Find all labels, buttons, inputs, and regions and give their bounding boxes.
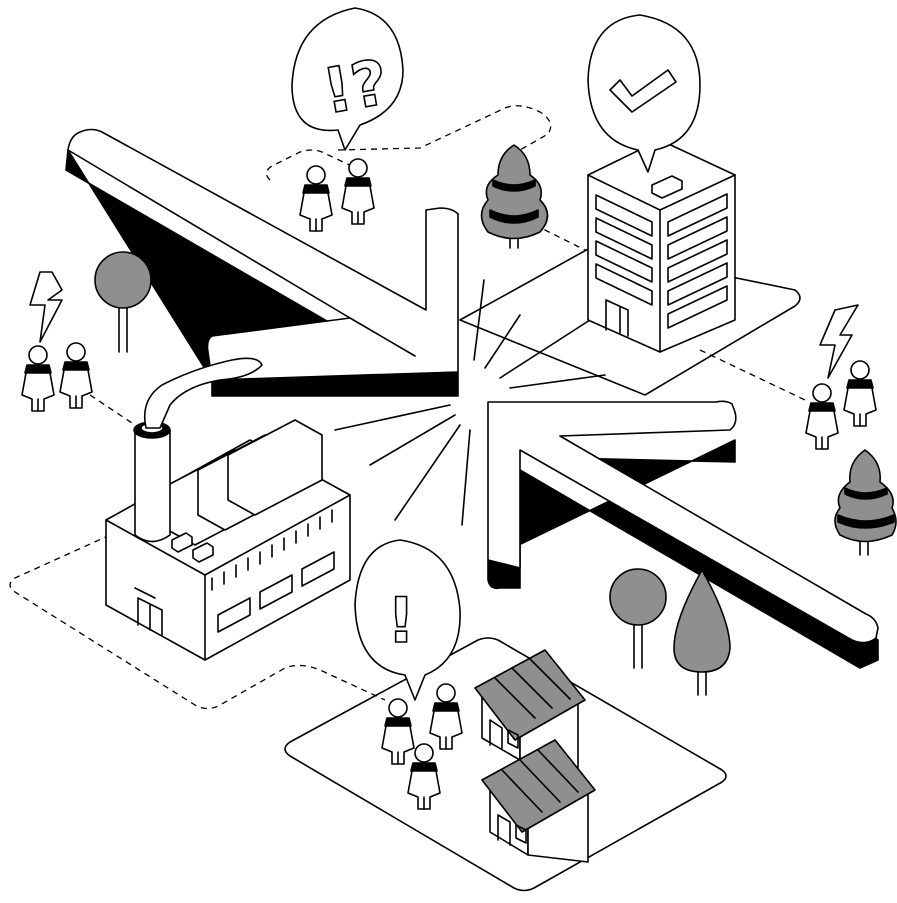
tree-round-left (95, 252, 151, 352)
person-icon (844, 361, 876, 426)
person-icon (342, 159, 374, 224)
speech-bubble-question-icon: !? (292, 8, 403, 150)
office-building-icon (588, 140, 735, 352)
tree-pine-right (835, 450, 896, 555)
speech-bubble-check-icon (588, 15, 700, 172)
factory-icon (106, 358, 350, 660)
bubble-question-text: !? (317, 45, 393, 128)
lightning-left (30, 272, 62, 342)
bubble-exclamation-text: ! (387, 584, 415, 657)
tree-round-right (610, 569, 666, 668)
person-icon (60, 343, 92, 408)
person-icon (300, 166, 332, 231)
person-icon (22, 346, 54, 411)
tree-pine-top (482, 145, 548, 248)
tree-tall (674, 570, 730, 695)
person-icon (806, 384, 838, 449)
